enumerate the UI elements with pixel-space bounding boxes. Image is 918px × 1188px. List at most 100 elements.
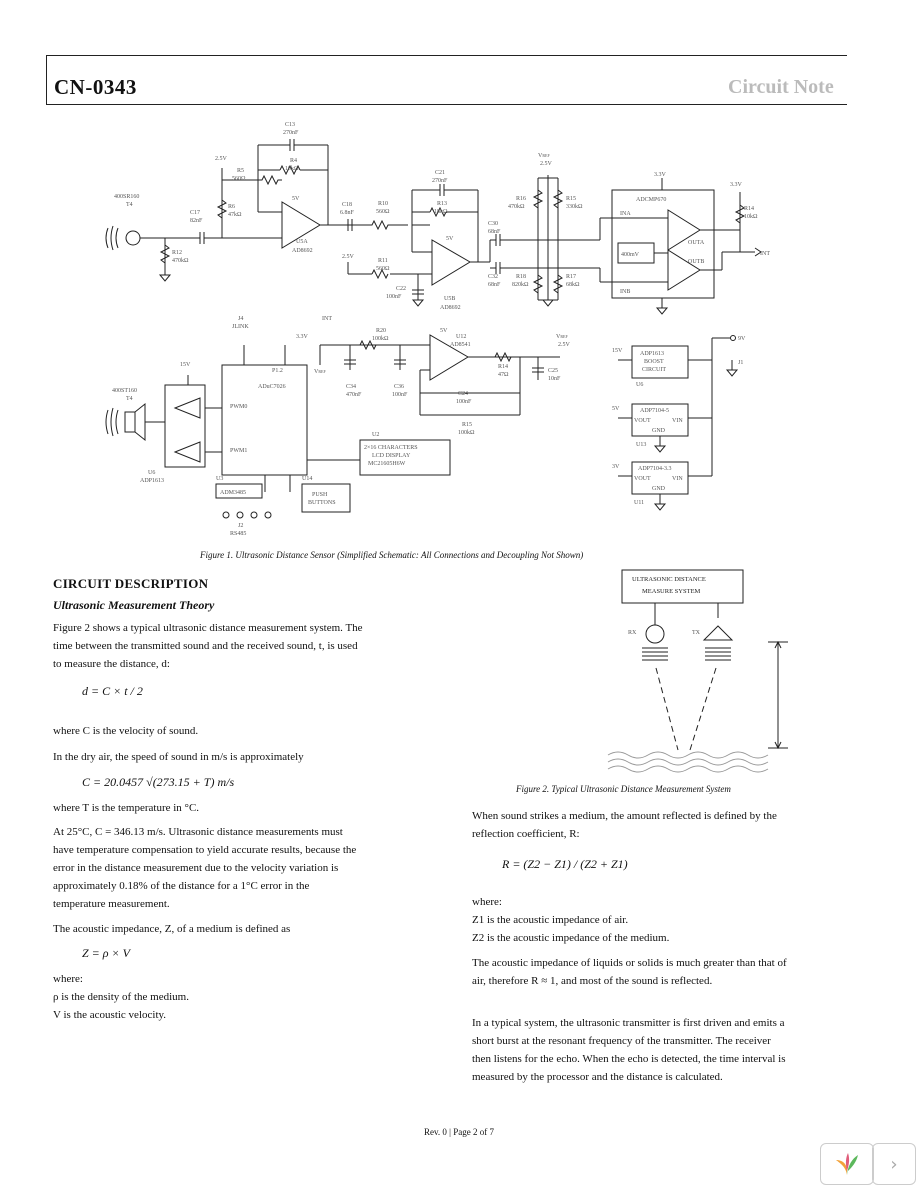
svg-text:C17: C17 <box>190 210 200 216</box>
svg-text:J1: J1 <box>738 360 743 366</box>
svg-text:C22: C22 <box>396 286 406 292</box>
svg-text:R5: R5 <box>237 168 244 174</box>
svg-text:GND: GND <box>652 486 666 492</box>
svg-text:T4: T4 <box>126 396 133 402</box>
svg-text:560Ω: 560Ω <box>376 209 390 215</box>
right-paragraph-4: Z2 is the acoustic impedance of the medi… <box>472 932 670 944</box>
svg-text:J2: J2 <box>238 523 243 529</box>
svg-text:5V: 5V <box>292 196 300 202</box>
svg-text:R15: R15 <box>462 422 472 428</box>
svg-text:400ST160: 400ST160 <box>112 388 137 394</box>
svg-text:10nF: 10nF <box>548 376 561 382</box>
svg-text:270nF: 270nF <box>432 178 448 184</box>
svg-text:C34: C34 <box>346 384 356 390</box>
svg-text:ADM3485: ADM3485 <box>220 490 246 496</box>
left-paragraph-5: At 25°C, C = 346.13 m/s. Ultrasonic dist… <box>53 826 357 910</box>
svg-text:OUTA: OUTA <box>688 240 705 246</box>
site-logo[interactable] <box>820 1143 874 1185</box>
svg-text:330kΩ: 330kΩ <box>566 204 583 210</box>
svg-text:C18: C18 <box>342 202 352 208</box>
svg-text:3.3V: 3.3V <box>296 334 309 340</box>
svg-text:VOUT: VOUT <box>634 418 651 424</box>
svg-text:3.3V: 3.3V <box>654 172 667 178</box>
svg-text:VREF: VREF <box>556 334 568 340</box>
svg-text:15V: 15V <box>180 362 191 368</box>
left-paragraph-3: In the dry air, the speed of sound in m/… <box>53 751 304 763</box>
svg-text:VREF: VREF <box>538 153 550 159</box>
svg-text:5V: 5V <box>446 236 454 242</box>
svg-text:R4: R4 <box>290 158 297 164</box>
left-paragraph-4: where T is the temperature in °C. <box>53 802 200 814</box>
svg-text:68nF: 68nF <box>488 229 501 235</box>
figure1-caption: Figure 1. Ultrasonic Distance Sensor (Si… <box>200 550 584 560</box>
svg-text:ADCMP670: ADCMP670 <box>636 197 666 203</box>
svg-text:5V: 5V <box>612 406 620 412</box>
svg-text:68nF: 68nF <box>488 282 501 288</box>
svg-text:R15: R15 <box>566 196 576 202</box>
svg-text:PWM1: PWM1 <box>230 448 247 454</box>
svg-text:470kΩ: 470kΩ <box>172 258 189 264</box>
fig2-rx-label: RX <box>628 630 637 636</box>
svg-text:820kΩ: 820kΩ <box>512 282 529 288</box>
left-paragraph-7: where: <box>53 973 83 985</box>
left-paragraph-8: ρ is the density of the medium. <box>53 991 189 1003</box>
svg-text:470nF: 470nF <box>346 392 362 398</box>
svg-text:3.3V: 3.3V <box>730 182 743 188</box>
svg-text:T4: T4 <box>126 202 133 208</box>
right-paragraph-2: where: <box>472 896 502 908</box>
svg-text:82nF: 82nF <box>190 218 203 224</box>
svg-text:ADuC7026: ADuC7026 <box>258 384 286 390</box>
svg-text:ADP7104-3.3: ADP7104-3.3 <box>638 466 672 472</box>
svg-text:U3: U3 <box>216 476 223 482</box>
svg-text:5V: 5V <box>440 328 448 334</box>
svg-text:C36: C36 <box>394 384 404 390</box>
svg-text:47kΩ: 47kΩ <box>228 212 242 218</box>
svg-text:100kΩ: 100kΩ <box>458 430 475 436</box>
svg-text:47Ω: 47Ω <box>498 372 509 378</box>
figure2-caption: Figure 2. Typical Ultrasonic Distance Me… <box>516 784 731 794</box>
svg-text:U2: U2 <box>372 432 379 438</box>
svg-text:VOUT: VOUT <box>634 476 651 482</box>
equation-impedance: Z = ρ × V <box>82 946 130 960</box>
svg-text:AD8541: AD8541 <box>450 342 471 348</box>
fig2-box-line2: MEASURE SYSTEM <box>642 588 701 595</box>
svg-text:R12: R12 <box>172 250 182 256</box>
svg-text:C25: C25 <box>548 368 558 374</box>
svg-text:JLINK: JLINK <box>232 324 249 330</box>
svg-text:2.5V: 2.5V <box>215 156 228 162</box>
svg-text:ADP1613: ADP1613 <box>140 478 164 484</box>
section-subheading: Ultrasonic Measurement Theory <box>53 598 215 612</box>
svg-text:PWM0: PWM0 <box>230 404 247 410</box>
svg-text:OUTB: OUTB <box>688 259 704 265</box>
next-page-button[interactable]: › <box>872 1143 916 1185</box>
svg-text:560Ω: 560Ω <box>232 176 246 182</box>
svg-text:MC21605H6W: MC21605H6W <box>368 461 406 467</box>
svg-text:C24: C24 <box>458 391 468 397</box>
svg-text:400mV: 400mV <box>621 252 640 258</box>
svg-text:U14: U14 <box>302 476 312 482</box>
svg-text:R11: R11 <box>378 258 388 264</box>
svg-text:BUTTONS: BUTTONS <box>308 500 336 506</box>
equation-speed: C = 20.0457 √(273.15 + T) m/s <box>82 775 235 789</box>
svg-text:J4: J4 <box>238 316 243 322</box>
svg-text:9V: 9V <box>738 336 746 342</box>
left-paragraph-1: Figure 2 shows a typical ultrasonic dist… <box>53 622 363 670</box>
svg-text:R14: R14 <box>498 364 508 370</box>
header-frame <box>46 55 847 105</box>
svg-text:R6: R6 <box>228 204 235 210</box>
figure2-diagram: ULTRASONIC DISTANCE MEASURE SYSTEM RX TX <box>607 569 788 773</box>
svg-text:R16: R16 <box>516 196 526 202</box>
svg-text:R13: R13 <box>437 201 447 207</box>
svg-text:2.5V: 2.5V <box>342 254 355 260</box>
svg-text:3V: 3V <box>612 464 620 470</box>
svg-text:10kΩ: 10kΩ <box>744 214 758 220</box>
svg-text:P1.2: P1.2 <box>272 368 283 374</box>
svg-text:68kΩ: 68kΩ <box>566 282 580 288</box>
svg-text:AD8692: AD8692 <box>292 248 313 254</box>
svg-text:R17: R17 <box>566 274 576 280</box>
svg-text:100nF: 100nF <box>392 392 408 398</box>
svg-text:100kΩ: 100kΩ <box>372 336 389 342</box>
fig2-box-line1: ULTRASONIC DISTANCE <box>632 576 706 583</box>
svg-text:R18: R18 <box>516 274 526 280</box>
